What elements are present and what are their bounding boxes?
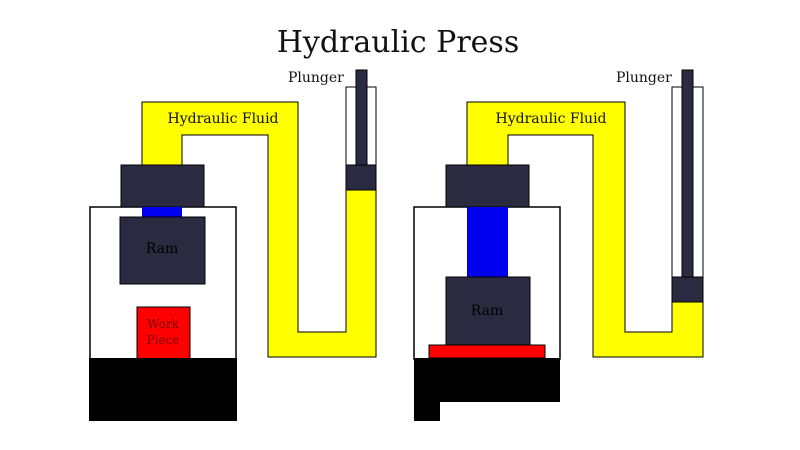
plunger-label-right: Plunger: [616, 70, 672, 86]
plunger-head-left: [345, 164, 377, 191]
cylinder-head-right: [445, 164, 530, 208]
press-base-right: [414, 358, 560, 421]
press-panel-right: Ram Plunger Hydraulic Fluid: [413, 69, 704, 421]
ram-label-right: Ram: [471, 303, 503, 319]
diagram-title: Hydraulic Press: [277, 25, 519, 60]
press-base-left: [89, 358, 237, 421]
work-piece-left: [136, 306, 191, 360]
ram-label-left: Ram: [146, 241, 178, 257]
cylinder-fluid-right: [467, 207, 508, 278]
cylinder-fluid-left: [142, 207, 182, 218]
ram-left: [119, 216, 206, 285]
hydraulic-fluid-label-right: Hydraulic Fluid: [495, 111, 606, 127]
plunger-rod-left: [355, 69, 368, 167]
plunger-label-left: Plunger: [288, 70, 344, 86]
work-piece-label-line2: Piece: [147, 333, 180, 347]
work-piece-right: [428, 344, 546, 359]
ram-right: [445, 276, 531, 346]
hydraulic-fluid-label-left: Hydraulic Fluid: [167, 111, 278, 127]
press-panel-left: Ram Work Piece Plunger Hydraulic Fluid: [89, 69, 377, 421]
plunger-head-right: [671, 276, 704, 303]
work-piece-label-line1: Work: [147, 317, 179, 331]
plunger-rod-right: [681, 69, 694, 279]
cylinder-head-left: [120, 164, 205, 208]
